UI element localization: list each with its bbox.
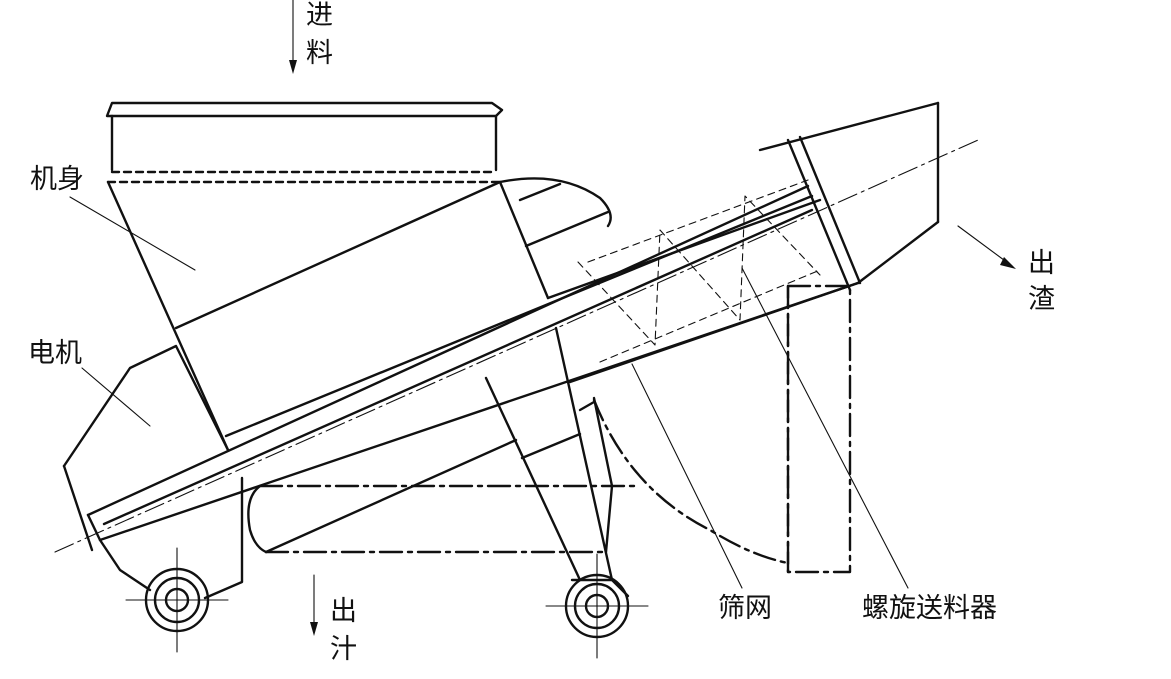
discharge-head: [568, 101, 940, 384]
feed-in-label-2: 料: [306, 38, 333, 69]
hopper: [105, 101, 504, 184]
front-wheel: [125, 547, 229, 653]
slag-out-arrow: [957, 225, 1016, 269]
slag-out-label-1: 出: [1028, 248, 1055, 279]
juice-out-label-1: 出: [330, 596, 357, 627]
motor-label: 电机: [28, 338, 82, 369]
screw-flights: [577, 179, 821, 363]
rear-wheel: [545, 553, 649, 659]
screen-housing: [247, 284, 852, 574]
machine-body-leader: [69, 196, 196, 271]
slag-out-label-2: 渣: [1028, 284, 1055, 315]
juice-out-label-2: 汁: [330, 634, 357, 665]
front-support: [98, 476, 244, 600]
screw-feeder-label: 螺旋送料器: [862, 593, 997, 624]
screen-leader: [631, 363, 743, 589]
screen-label: 筛网: [718, 593, 772, 624]
feed-in-label-1: 进: [306, 0, 333, 31]
motor-leader: [81, 367, 151, 427]
motor-housing: [62, 344, 230, 552]
inclined-barrel: [54, 139, 979, 553]
rear-leg: [484, 326, 630, 598]
juice-out-arrow: [310, 574, 318, 636]
machine-body: [106, 177, 612, 452]
machine-body-label: 机身: [30, 164, 84, 195]
feed-in-arrow: [289, 0, 297, 74]
screw-feeder-leader: [741, 267, 909, 589]
